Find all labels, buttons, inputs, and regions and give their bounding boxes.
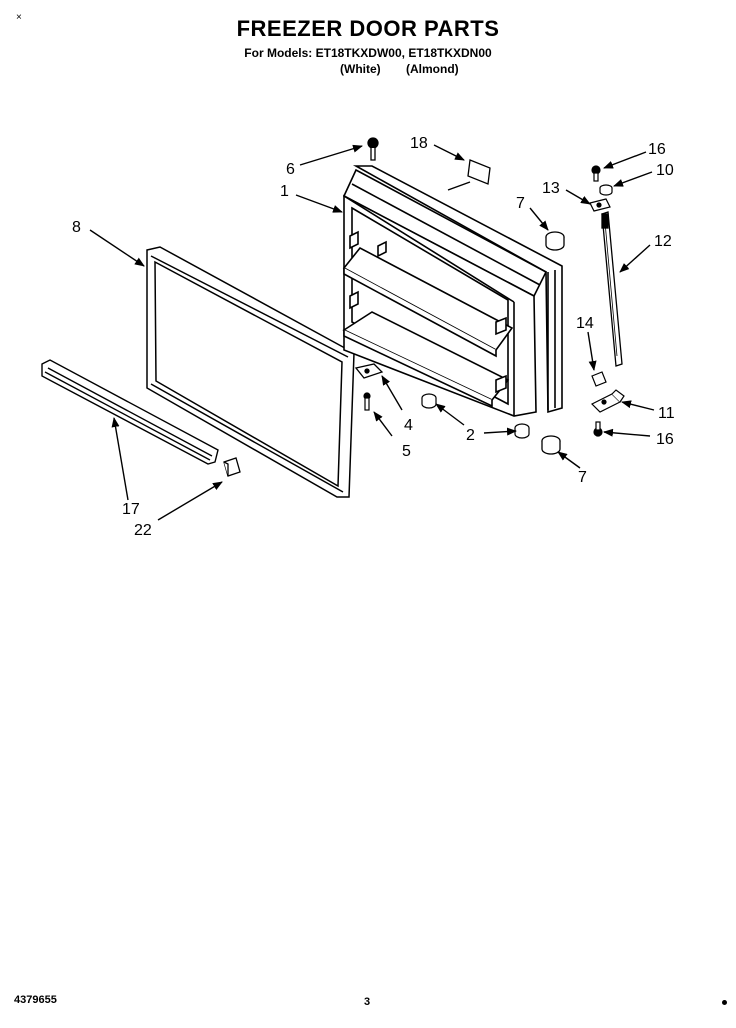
hinge-screw-bottom <box>593 421 603 437</box>
callout-14: 14 <box>576 315 594 332</box>
callout-6: 6 <box>286 161 295 178</box>
page-number: 3 <box>364 996 371 1008</box>
callout-1: 1 <box>280 183 289 200</box>
callout-11: 11 <box>658 405 675 422</box>
registration-dot <box>722 1000 727 1005</box>
callout-12: 12 <box>654 233 672 250</box>
callout-5: 5 <box>402 443 411 460</box>
callout-7-top: 7 <box>516 195 525 212</box>
trim-end-cap <box>223 457 241 477</box>
door-spacer-right <box>514 423 530 439</box>
lower-hinge-pin <box>591 371 607 387</box>
upper-hinge-bracket <box>589 198 611 212</box>
door-handle <box>601 211 623 367</box>
hinge-hole-plug-top <box>545 231 565 251</box>
door-liner <box>342 165 563 417</box>
callout-18: 18 <box>410 135 428 152</box>
callout-16-top: 16 <box>648 141 666 158</box>
callout-16-bottom: 16 <box>656 431 674 448</box>
callout-leaders <box>89 144 655 521</box>
model-numbers: For Models: ET18TKXDW00, ET18TKXDN00 <box>244 46 492 60</box>
lower-hinge-bracket <box>590 389 625 413</box>
callout-7-bottom: 7 <box>578 469 587 486</box>
document-number: 4379655 <box>14 994 57 1006</box>
color-almond: (Almond) <box>406 62 459 76</box>
model-colors: (White) (Almond) <box>340 62 459 76</box>
corner-mark: × <box>16 12 22 23</box>
door-stop <box>354 363 384 379</box>
callout-4: 4 <box>404 417 413 434</box>
hinge-screw-top <box>591 165 601 182</box>
callout-labels: 6 1 8 18 7 16 10 13 12 14 11 16 7 2 4 5 … <box>72 135 675 539</box>
callout-2: 2 <box>466 427 475 444</box>
hinge-hole-plug-bottom <box>541 435 561 455</box>
page-title: FREEZER DOOR PARTS <box>236 16 500 41</box>
upper-hinge-bushing <box>599 184 613 196</box>
door-spacer-left <box>421 393 437 409</box>
door-label <box>467 159 491 185</box>
top-screw <box>367 137 379 161</box>
callout-22: 22 <box>134 522 152 539</box>
door-gasket <box>146 246 355 498</box>
callout-17: 17 <box>122 501 140 518</box>
color-white: (White) <box>340 62 381 76</box>
callout-13: 13 <box>542 180 560 197</box>
callout-10: 10 <box>656 162 674 179</box>
callout-8: 8 <box>72 219 81 236</box>
door-trim-bar <box>41 359 219 465</box>
door-stop-screw <box>363 392 371 411</box>
